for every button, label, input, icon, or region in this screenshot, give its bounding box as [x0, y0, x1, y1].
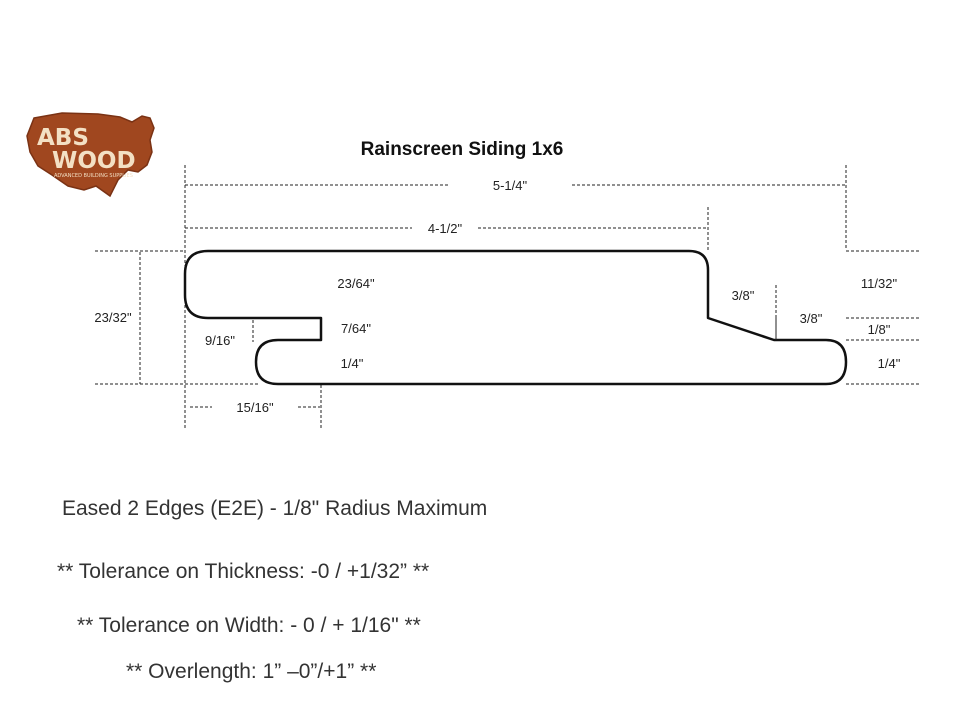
label-bevel-height: 3/8" [732, 288, 755, 303]
usa-map-shape [26, 112, 155, 198]
abs-wood-logo: ABS WOOD ADVANCED BUILDING SUPPLIES [26, 112, 155, 198]
diagram-title: Rainscreen Siding 1x6 [361, 139, 564, 160]
label-right-bottom: 1/4" [878, 356, 901, 371]
label-tongue-length: 15/16" [236, 400, 274, 415]
label-lip: 1/4" [341, 356, 364, 371]
note-width-tolerance: ** Tolerance on Width: - 0 / + 1/16" ** [77, 614, 421, 637]
label-right-mid: 1/8" [868, 322, 891, 337]
label-bevel-run: 3/8" [800, 311, 823, 326]
logo-tagline: ADVANCED BUILDING SUPPLIES [54, 173, 133, 179]
dimension-lines [95, 165, 920, 430]
dimension-labels: 5-1/4" 4-1/2" 23/32" 23/64" 7/64" 1/4" 9… [94, 178, 900, 415]
note-overlength: ** Overlength: 1” –0”/+1” ** [126, 660, 377, 683]
label-lower-left-height: 9/16" [205, 333, 235, 348]
label-face-width: 4-1/2" [428, 221, 463, 236]
note-eased-edges: Eased 2 Edges (E2E) - 1/8" Radius Maximu… [62, 497, 488, 520]
board-profile-outline [183, 249, 848, 386]
logo-text-line1: ABS [37, 125, 89, 151]
label-overall-width: 5-1/4" [493, 178, 528, 193]
label-top-thickness: 23/64" [337, 276, 375, 291]
logo-text-line2: WOOD [52, 148, 136, 174]
note-thickness-tolerance: ** Tolerance on Thickness: -0 / +1/32” *… [57, 560, 430, 583]
label-step: 7/64" [341, 321, 371, 336]
label-total-thickness: 23/32" [94, 310, 132, 325]
label-right-top: 11/32" [861, 276, 898, 291]
